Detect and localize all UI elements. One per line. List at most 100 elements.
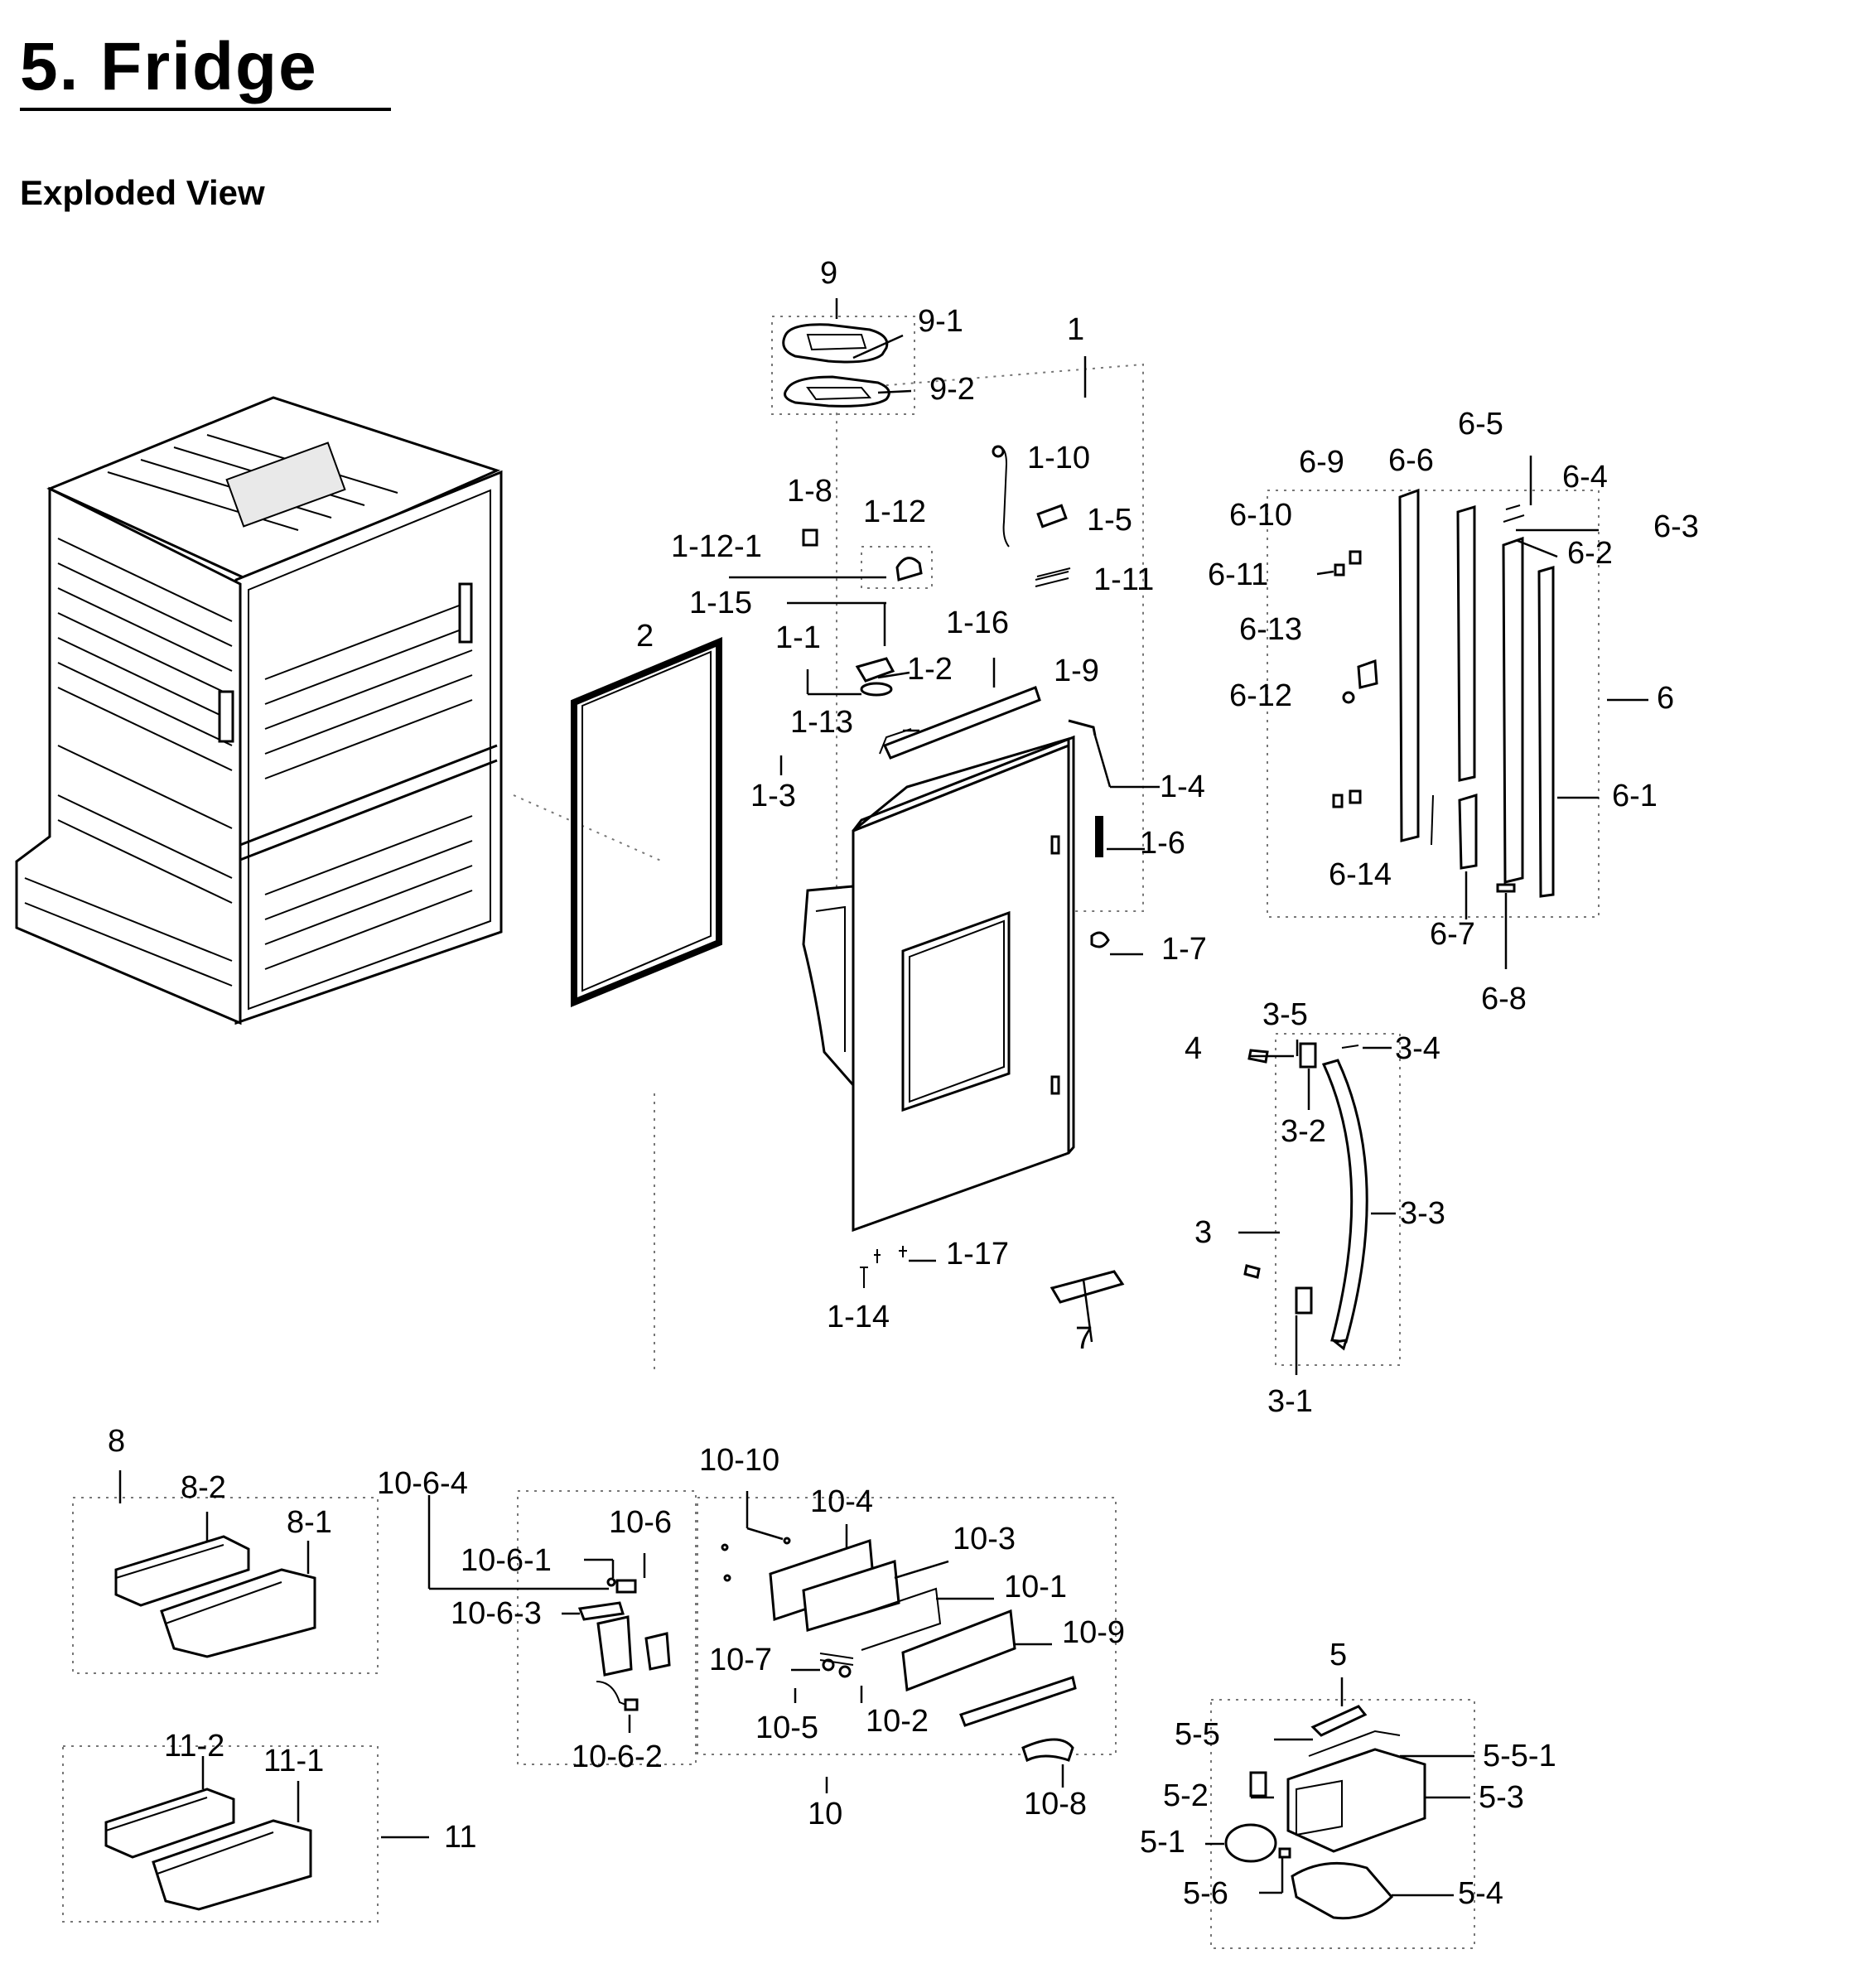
part-10-6-case	[596, 1615, 633, 1677]
cabinet-inner-frame	[248, 489, 491, 1011]
callout-label-9-2: 9-2	[929, 372, 975, 407]
part-10-5-shape	[822, 1658, 835, 1672]
group-box-9	[771, 316, 915, 415]
callout-label-1-5: 1-5	[1087, 503, 1132, 538]
part-1-12-shape	[895, 557, 923, 581]
guide-line-door	[513, 794, 664, 862]
part-6-12-shape	[1342, 691, 1355, 704]
part-1-14-pin	[860, 1267, 868, 1288]
part-8-1-duct	[160, 1568, 316, 1658]
part-1-door	[802, 735, 1075, 1233]
part-3-2-cap	[1299, 1042, 1317, 1069]
callout-label-1-3: 1-3	[750, 779, 796, 813]
callout-label-1-7: 1-7	[1161, 932, 1207, 967]
part-1-1-hinge	[855, 657, 895, 683]
control-board	[225, 442, 346, 528]
part-6-9-trim	[1398, 488, 1420, 842]
callout-label-5-3: 5-3	[1479, 1780, 1524, 1815]
callout-label-6-7: 6-7	[1430, 917, 1475, 952]
callout-label-11-1: 11-1	[263, 1744, 324, 1778]
part-1-10-wire	[993, 446, 1010, 548]
callout-label-6-2: 6-2	[1567, 536, 1613, 571]
callout-label-6-10: 6-10	[1229, 498, 1292, 533]
part-9-cover	[782, 323, 890, 408]
callout-label-1-10: 1-10	[1027, 441, 1090, 475]
cabinet-side-slot	[458, 582, 473, 644]
part-3-3-handle	[1321, 1059, 1368, 1344]
page-title: 5. Fridge	[20, 29, 318, 104]
part-10-assembly	[721, 1537, 1077, 1763]
callout-label-1-13: 1-13	[790, 705, 853, 740]
part-6-7-trim	[1458, 793, 1478, 870]
callout-label-7: 7	[1075, 1321, 1093, 1356]
part-6-10-shape	[1349, 550, 1362, 565]
callout-label-10-2: 10-2	[866, 1704, 929, 1739]
fridge-cabinet	[15, 396, 503, 1025]
group-box-10-6	[517, 1490, 697, 1765]
part-3-1-cap	[1295, 1286, 1313, 1315]
part-5-5-shape	[1310, 1705, 1368, 1737]
part-10-3-panel	[802, 1560, 900, 1632]
callout-label-6-5: 6-5	[1458, 407, 1503, 442]
part-5-3-housing	[1286, 1748, 1426, 1853]
part-6-8-shape	[1496, 883, 1516, 893]
callout-label-1-11: 1-11	[1093, 562, 1154, 597]
callout-label-1-12-1: 1-12-1	[671, 529, 762, 564]
callout-label-10-10: 10-10	[699, 1443, 779, 1478]
group-box-6	[1267, 490, 1600, 918]
part-1-8-shape	[802, 528, 818, 547]
part-1-4-shape	[1068, 719, 1097, 736]
callout-label-10-3: 10-3	[953, 1522, 1016, 1556]
part-10-6-3-shape	[577, 1601, 625, 1621]
callout-label-5-5: 5-5	[1175, 1717, 1220, 1752]
part-7-shape	[1050, 1270, 1125, 1304]
leader-lines	[118, 298, 1648, 1897]
callout-label-10: 10	[808, 1797, 842, 1831]
callout-label-5-2: 5-2	[1163, 1778, 1209, 1813]
cabinet-divider	[239, 744, 498, 861]
part-5-1-motor	[1224, 1823, 1277, 1863]
callout-label-9: 9	[820, 256, 837, 291]
callout-label-2: 2	[636, 619, 654, 654]
callout-label-6-3: 6-3	[1653, 509, 1699, 544]
part-1-9-shape	[882, 686, 1041, 760]
part-1-subparts	[802, 445, 1110, 1288]
callout-label-8-2: 8-2	[181, 1470, 226, 1505]
part-5-5-1-shape	[1308, 1730, 1401, 1757]
part-6-11-shape	[1334, 563, 1345, 577]
callout-label-1-12: 1-12	[863, 495, 926, 529]
cabinet-hinge	[218, 690, 234, 743]
callout-label-3: 3	[1194, 1215, 1212, 1250]
callout-label-1-17: 1-17	[946, 1237, 1009, 1271]
part-1-17-screws	[874, 1246, 907, 1263]
group-box-11	[62, 1745, 379, 1923]
callout-label-6-14: 6-14	[1329, 857, 1392, 892]
part-11-2-duct	[104, 1788, 235, 1859]
callout-label-10-6: 10-6	[609, 1505, 672, 1540]
group-boxes	[62, 316, 1600, 1949]
callout-label-10-6-2: 10-6-2	[572, 1740, 663, 1774]
part-8-duct	[114, 1535, 316, 1658]
part-11-1-duct	[152, 1819, 312, 1911]
callout-label-10-5: 10-5	[755, 1711, 818, 1745]
callout-label-1-14: 1-14	[827, 1300, 890, 1334]
title-underline	[20, 108, 391, 111]
part-6-trims	[1332, 488, 1555, 898]
part-6-4-6-3-clips	[1503, 504, 1525, 523]
callout-label-6-4: 6-4	[1562, 460, 1608, 495]
callout-label-1-6: 1-6	[1140, 826, 1185, 861]
callout-label-10-7: 10-7	[709, 1643, 772, 1677]
part-5-6-shape	[1278, 1847, 1291, 1859]
part-5-ice-maker	[1224, 1705, 1426, 1920]
dispenser-opening	[901, 910, 1011, 1112]
callout-label-8-1: 8-1	[287, 1505, 332, 1540]
callout-label-8: 8	[108, 1424, 125, 1459]
part-10-6-1-shape	[606, 1577, 616, 1587]
callout-label-6-9: 6-9	[1299, 445, 1344, 480]
callout-label-11-2: 11-2	[164, 1729, 224, 1764]
part-1-5-shape	[1036, 504, 1068, 528]
part-1-2-washer	[860, 682, 893, 697]
door-dispenser-panel	[802, 885, 855, 1088]
callout-label-1: 1	[1067, 312, 1084, 347]
part-8-2-duct	[114, 1535, 250, 1607]
